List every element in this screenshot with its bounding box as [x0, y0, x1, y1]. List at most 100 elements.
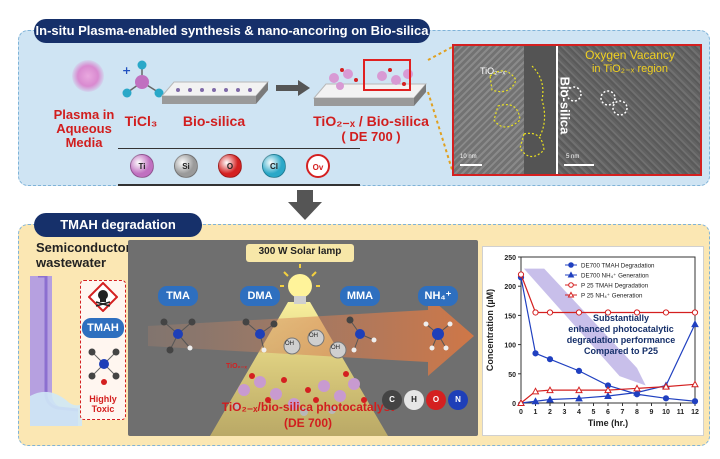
atom-ball-h: H [404, 390, 424, 410]
series-0-point [691, 398, 699, 405]
series-2-point [546, 309, 554, 316]
scale-label-right: 5 nm [566, 154, 580, 160]
series-2-point [517, 271, 525, 278]
tem-tio2-outlines [489, 65, 546, 158]
series-1-point [575, 394, 583, 402]
series-line-3 [520, 383, 696, 404]
series-1-point [546, 395, 554, 403]
x-tick-label: 8 [635, 409, 639, 416]
ticl3-label: TiCl₃ [124, 113, 158, 129]
tem-image: TiO₂₋ₓ Bio-silica Oxygen Vacancy in TiO₂… [452, 44, 702, 176]
series-3-point [691, 380, 699, 388]
toxic-label: Highly Toxic [89, 394, 117, 414]
y-tick-label: 100 [504, 343, 516, 350]
molecule-tag-0: TMA [158, 286, 198, 306]
legend-marker-0 [568, 262, 574, 268]
tem-vacancy-sub: in TiO₂₋ₓ region [591, 63, 669, 75]
y-tick-label: 250 [504, 255, 516, 262]
legend-ball-o: O [218, 154, 242, 178]
x-tick-label: 0 [519, 409, 523, 416]
series-3-point [517, 398, 525, 406]
x-tick-label: 12 [691, 409, 699, 416]
x-tick-label: 5 [592, 409, 596, 416]
legend-label-1: DE700 NH₄⁺ Generation [581, 273, 649, 280]
series-3-point [546, 386, 554, 394]
chart-annotation-line: Compared to P25 [584, 346, 658, 356]
x-tick-label: 1 [534, 409, 538, 416]
legend-ball-cl: Cl [262, 154, 286, 178]
catalyst-particles [232, 371, 367, 416]
series-1-point [604, 391, 612, 399]
oh-radical-label-2: OH [331, 345, 340, 351]
zoom-lines [427, 45, 455, 177]
wastewater-label: Semiconductor wastewater [36, 240, 131, 270]
series-3-point [575, 386, 583, 394]
series-3-point [604, 386, 612, 394]
legend-marker-2 [568, 282, 574, 288]
reaction-scene: 300 W Solar lamp TMA DMA MMA NH₄⁺ [128, 240, 478, 436]
series-0-point [575, 367, 583, 374]
tem-vacancy-title: Oxygen Vacancy [585, 48, 675, 62]
bulb-icon [280, 264, 320, 304]
oh-radical-label-1: OH [309, 333, 318, 339]
molecule-structures [160, 316, 453, 354]
series-3-point [662, 382, 670, 390]
legend-label-2: P 25 TMAH Degradation [581, 283, 649, 290]
series-3-point [633, 384, 641, 392]
oxygen-vacancy-circles [566, 86, 628, 116]
biosilica-label: Bio-silica [182, 113, 246, 129]
highlight-arrow [523, 268, 646, 386]
oh-radical-label-0: OH [285, 341, 294, 347]
atom-ball-n: N [448, 390, 468, 410]
series-1-point [691, 320, 699, 328]
degradation-header: TMAH degradation [34, 213, 202, 237]
series-2-point [633, 309, 641, 316]
tio2-small-label: TiO₂₋ₓ [226, 363, 247, 370]
legend-ball-si: Si [174, 154, 198, 178]
plasma-label: Plasma in Aqueous Media [53, 107, 115, 150]
wastewater-flow [30, 276, 82, 426]
plasma-glow [72, 60, 104, 92]
process-arrow [276, 80, 310, 96]
atom-ball-c: C [382, 390, 402, 410]
atom-ball-o: O [426, 390, 446, 410]
lamp-label-box [246, 244, 354, 262]
series-1-point [531, 397, 540, 405]
y-tick-label: 200 [504, 284, 516, 291]
legend-label-0: DE700 TMAH Degradation [581, 263, 655, 270]
synthesis-header: In-situ Plasma-enabled synthesis & nano-… [34, 19, 430, 43]
molecule-tag-3: NH₄⁺ [418, 286, 458, 306]
chart-annotation-line: Substantially [593, 313, 649, 323]
series-2-point [691, 309, 699, 316]
ticl3-molecule: + [122, 60, 164, 98]
tem-divider [556, 46, 558, 174]
x-tick-label: 4 [577, 409, 581, 416]
svg-text:+: + [122, 64, 131, 77]
tmah-tag: TMAH [82, 318, 124, 338]
legend-marker-1 [567, 271, 575, 278]
scale-bar-right [564, 164, 594, 166]
x-tick-label: 10 [662, 409, 670, 416]
tmah-molecule [88, 348, 120, 385]
series-2-point [575, 309, 583, 316]
chart-annotation-line: degradation performance [567, 335, 676, 345]
series-0-point [532, 350, 539, 357]
y-tick-label: 150 [504, 313, 516, 320]
series-0-point [546, 356, 554, 363]
y-tick-label: 50 [508, 372, 516, 379]
molecule-tag-1: DMA [240, 286, 280, 306]
catalyst-sublabel: (DE 700) [283, 416, 333, 430]
product-sublabel: ( DE 700 ) [341, 129, 401, 144]
series-1-point [633, 388, 641, 396]
x-tick-label: 7 [621, 409, 625, 416]
series-3-point [531, 387, 540, 395]
scale-bar-left [460, 164, 482, 166]
product-label: TiO₂₋ₓ / Bio-silica [313, 113, 429, 129]
scale-label-left: 10 nm [460, 154, 477, 160]
series-2-point [662, 309, 670, 316]
biosilica-slab [160, 81, 270, 104]
tem-right-region [558, 46, 700, 174]
down-arrow [288, 190, 322, 220]
